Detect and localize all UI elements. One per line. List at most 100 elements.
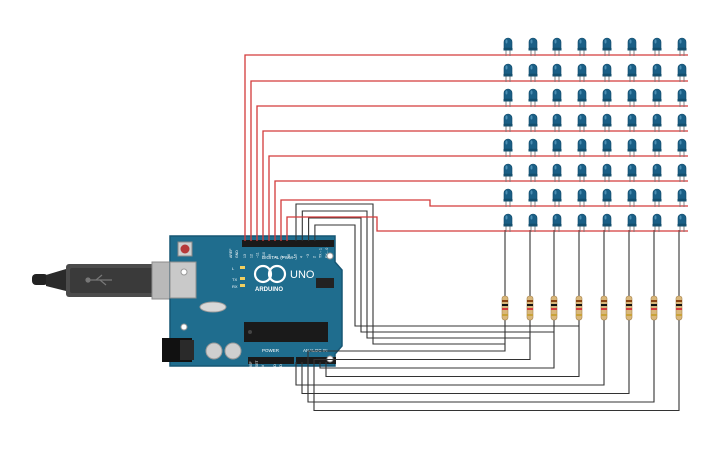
column-return-wire[interactable] (313, 320, 531, 362)
led[interactable] (528, 163, 538, 182)
led[interactable] (602, 37, 612, 56)
header-loop-wire[interactable] (308, 217, 554, 333)
led[interactable] (577, 88, 587, 107)
power-pin-label: GND (273, 364, 277, 372)
led[interactable] (503, 37, 513, 56)
led[interactable] (677, 213, 687, 232)
column-return-wire[interactable] (301, 320, 630, 395)
led[interactable] (652, 88, 662, 107)
led[interactable] (627, 113, 637, 132)
led[interactable] (503, 188, 513, 207)
led[interactable] (528, 213, 538, 232)
led[interactable] (652, 213, 662, 232)
resistor[interactable] (675, 295, 683, 321)
led[interactable] (528, 37, 538, 56)
led[interactable] (627, 188, 637, 207)
column-return-wire[interactable] (313, 320, 680, 412)
column-return-wire[interactable] (319, 320, 555, 369)
resistor[interactable] (526, 295, 534, 321)
led[interactable] (577, 188, 587, 207)
row-wire[interactable] (256, 105, 688, 241)
led[interactable] (677, 37, 687, 56)
led[interactable] (652, 188, 662, 207)
led[interactable] (652, 113, 662, 132)
led[interactable] (552, 88, 562, 107)
led[interactable] (528, 63, 538, 82)
led[interactable] (577, 63, 587, 82)
led[interactable] (577, 163, 587, 182)
led[interactable] (552, 188, 562, 207)
led[interactable] (528, 88, 538, 107)
header-loop-wire[interactable] (314, 224, 579, 327)
led[interactable] (577, 37, 587, 56)
led[interactable] (602, 138, 612, 157)
led[interactable] (552, 113, 562, 132)
led[interactable] (552, 138, 562, 157)
led[interactable] (652, 138, 662, 157)
led[interactable] (552, 63, 562, 82)
led[interactable] (677, 113, 687, 132)
led[interactable] (503, 63, 513, 82)
led[interactable] (677, 63, 687, 82)
led[interactable] (602, 188, 612, 207)
led[interactable] (577, 213, 587, 232)
led[interactable] (652, 163, 662, 182)
led[interactable] (602, 213, 612, 232)
led[interactable] (627, 213, 637, 232)
row-wire[interactable] (280, 199, 688, 241)
led[interactable] (602, 63, 612, 82)
resistor[interactable] (550, 295, 558, 321)
row-wire[interactable] (244, 54, 688, 241)
led[interactable] (677, 88, 687, 107)
column-return-wire[interactable] (325, 320, 580, 378)
led[interactable] (602, 163, 612, 182)
led[interactable] (627, 88, 637, 107)
resistor[interactable] (625, 295, 633, 321)
led[interactable] (627, 37, 637, 56)
header-loop-wire[interactable] (295, 203, 505, 345)
led[interactable] (577, 113, 587, 132)
led[interactable] (652, 37, 662, 56)
row-wire[interactable] (274, 180, 688, 241)
led[interactable] (552, 213, 562, 232)
led[interactable] (627, 163, 637, 182)
header-loop-wire[interactable] (301, 210, 530, 339)
led[interactable] (602, 88, 612, 107)
led[interactable] (552, 163, 562, 182)
led[interactable] (652, 63, 662, 82)
analog-header[interactable] (296, 357, 336, 364)
led[interactable] (627, 138, 637, 157)
led[interactable] (503, 113, 513, 132)
column-return-wire[interactable] (295, 320, 605, 386)
resistor[interactable] (650, 295, 658, 321)
led[interactable] (677, 188, 687, 207)
row-wire[interactable] (268, 155, 688, 241)
row-wire[interactable] (286, 216, 688, 241)
led[interactable] (503, 88, 513, 107)
column-return-wire[interactable] (307, 320, 506, 362)
led[interactable] (528, 113, 538, 132)
led[interactable] (577, 138, 587, 157)
led[interactable] (528, 188, 538, 207)
row-wire[interactable] (262, 130, 688, 241)
led[interactable] (677, 138, 687, 157)
led[interactable] (503, 163, 513, 182)
led[interactable] (677, 163, 687, 182)
led[interactable] (528, 138, 538, 157)
led[interactable] (627, 63, 637, 82)
column-return-wire[interactable] (307, 320, 655, 403)
resistor[interactable] (501, 295, 509, 321)
resistor[interactable] (575, 295, 583, 321)
usb-cable[interactable] (32, 261, 175, 300)
led[interactable] (602, 113, 612, 132)
led[interactable] (503, 138, 513, 157)
reset-button[interactable] (177, 241, 193, 257)
resistor[interactable] (600, 295, 608, 321)
digital-header[interactable] (242, 240, 334, 247)
arduino-board[interactable]: ARDUINO UNO DIGITAL (PWM~) TX RX L AREF … (162, 235, 343, 372)
led[interactable] (552, 37, 562, 56)
row-wire[interactable] (250, 80, 688, 241)
power-header[interactable] (248, 357, 294, 364)
led[interactable] (503, 213, 513, 232)
